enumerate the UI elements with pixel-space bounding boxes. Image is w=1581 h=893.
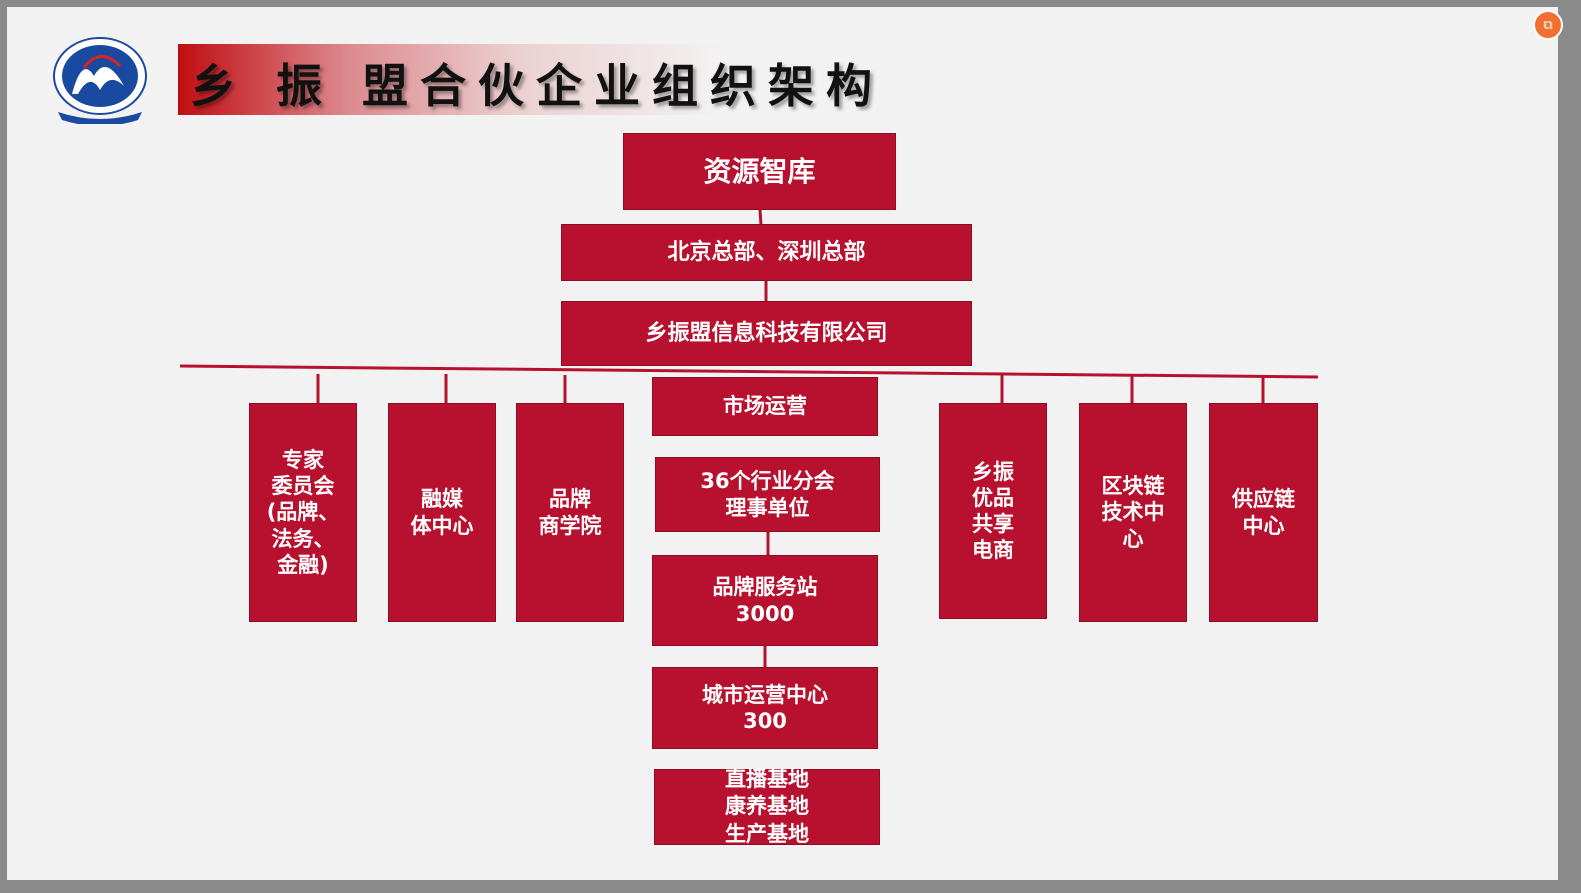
share-icon: ⧉ bbox=[1543, 17, 1553, 33]
node-headquarters: 北京总部、深圳总部 bbox=[561, 224, 972, 281]
node-supply-chain-center: 供应链 中心 bbox=[1209, 403, 1318, 622]
title-banner bbox=[178, 44, 858, 115]
connector bbox=[758, 209, 763, 226]
node-brand-service-station: 品牌服务站 3000 bbox=[652, 555, 878, 646]
node-expert-committee: 专家 委员会 (品牌、 法务、 金融) bbox=[249, 403, 357, 622]
logo bbox=[53, 37, 147, 124]
node-blockchain-center: 区块链 技术中 心 bbox=[1079, 403, 1187, 622]
node-bases: 直播基地 康养基地 生产基地 bbox=[654, 767, 880, 846]
main-horizontal-line bbox=[179, 364, 1319, 379]
page-title: 乡 振 盟合伙企业组织架构 bbox=[190, 59, 885, 113]
node-rural-products: 乡振 优品 共享 电商 bbox=[939, 403, 1047, 619]
node-market-operation: 市场运营 bbox=[652, 377, 878, 436]
node-media-center: 融媒 体中心 bbox=[388, 403, 496, 622]
node-industry-branches: 36个行业分会 理事单位 bbox=[655, 457, 880, 532]
node-company: 乡振盟信息科技有限公司 bbox=[561, 301, 972, 366]
node-city-operation-center: 城市运营中心 300 bbox=[652, 667, 878, 749]
share-button[interactable]: ⧉ bbox=[1533, 10, 1563, 40]
node-resource-think-tank: 资源智库 bbox=[623, 133, 896, 210]
node-brand-academy: 品牌 商学院 bbox=[516, 403, 624, 622]
